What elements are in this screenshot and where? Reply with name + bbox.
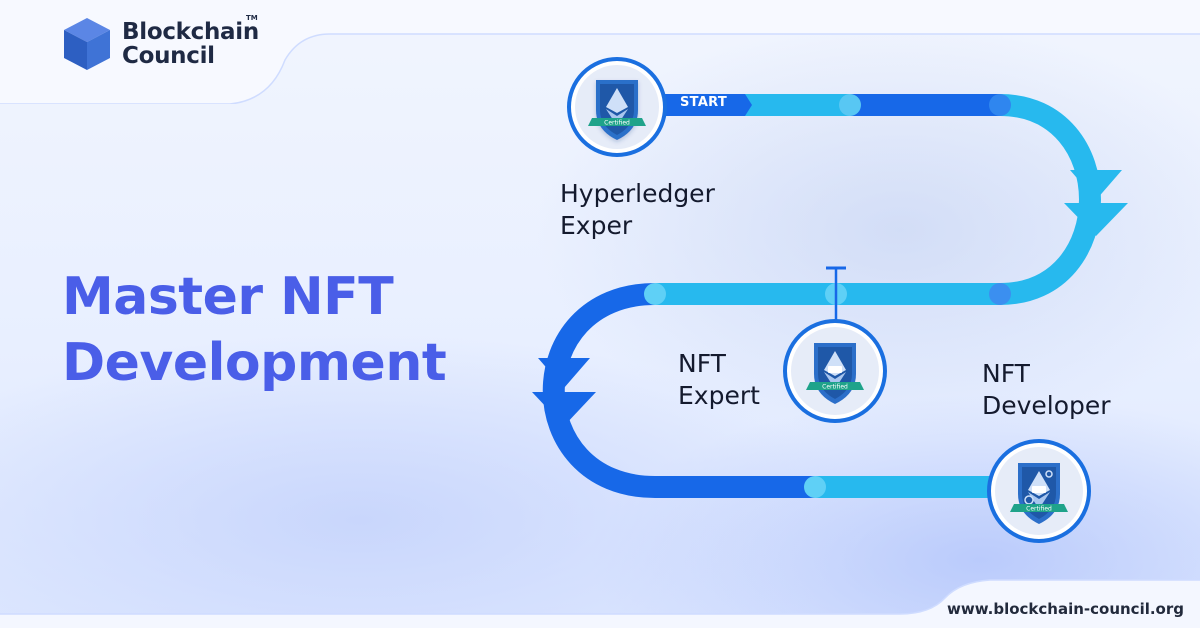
- step-label-nft-expert: NFT Expert: [678, 348, 760, 412]
- top-decor-band: [0, 0, 1200, 104]
- brand-name-line-1: Blockchain: [122, 19, 259, 45]
- path-segment-top: [660, 94, 1000, 116]
- website-link[interactable]: www.blockchain-council.org: [947, 600, 1184, 618]
- step-label-line-1: Hyperledger: [560, 179, 715, 208]
- trademark-mark: TM: [246, 14, 258, 22]
- step-label-line-1: NFT: [678, 349, 726, 378]
- nft-developer-shield-badge-icon: Certified: [987, 439, 1091, 543]
- badge-ribbon-text: Certified: [604, 120, 630, 127]
- badge-ribbon-text: Certified: [822, 384, 848, 391]
- step-label-line-2: Developer: [982, 391, 1111, 420]
- step-label-line-2: Exper: [560, 211, 633, 240]
- badge-ribbon-text: Certified: [1026, 506, 1052, 513]
- step-label-line-2: Expert: [678, 381, 760, 410]
- step-label-line-1: NFT: [982, 359, 1030, 388]
- start-label: START: [680, 95, 728, 110]
- brand-name-line-2: Council: [122, 43, 215, 69]
- ethereum-shield-badge-icon: Certified: [567, 57, 667, 157]
- brand-logo[interactable]: Blockchain Council: [62, 16, 259, 72]
- path-curve-left: [542, 283, 656, 498]
- step-label-hyperledger: Hyperledger Exper: [560, 178, 715, 242]
- nft-shield-badge-icon: Certified: [783, 319, 887, 423]
- bottom-decor-band: [0, 579, 1200, 628]
- step-label-nft-developer: NFT Developer: [982, 358, 1111, 422]
- page-title-line-2: Development: [62, 333, 447, 393]
- page-title: Master NFT Development: [62, 264, 447, 396]
- badge-connector-pin: [826, 266, 846, 320]
- page-title-line-1: Master NFT: [62, 267, 394, 327]
- path-curve-right: [999, 94, 1101, 305]
- brand-name: Blockchain Council: [122, 20, 259, 68]
- blue-cube-icon: [64, 18, 110, 70]
- path-segment-bottom: [655, 476, 1005, 498]
